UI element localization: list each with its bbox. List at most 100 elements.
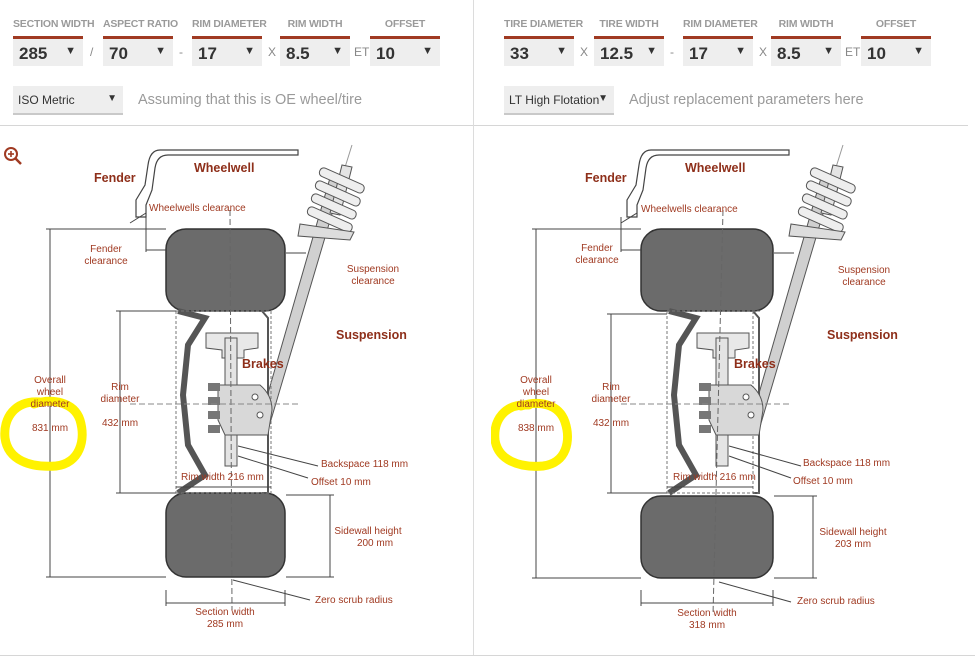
separator: ET — [845, 45, 861, 59]
caret-down-icon: ▼ — [556, 45, 567, 57]
select-value: ISO Metric — [18, 93, 75, 107]
suspension-clearance-label-line1: Suspension — [838, 265, 890, 276]
tire-bottom-section — [165, 492, 286, 578]
measurement-system-select[interactable]: ISO Metric ▼ — [13, 86, 123, 115]
tire-diameter-field: TIRE DIAMETER 33 ▼ — [504, 18, 584, 66]
separator: X — [580, 45, 589, 59]
rim-width-select[interactable]: 8.5 ▼ — [771, 36, 841, 66]
rim-diameter-field: RIM DIAMETER 17 ▼ — [192, 18, 267, 66]
overall-diameter-value: 838 mm — [518, 423, 554, 434]
select-value: 33 — [510, 44, 529, 63]
overall-diameter-label-line1: Overall — [34, 375, 66, 386]
zoom-in-icon[interactable] — [3, 146, 23, 166]
rim-diameter-select[interactable]: 17 ▼ — [683, 36, 753, 66]
section-width-select[interactable]: 285 ▼ — [13, 36, 83, 66]
original-wheel-panel: SECTION WIDTH 285 ▼ / ASPECT RATIO 70 ▼ … — [0, 0, 473, 655]
rim-width-label: Rim width 216 mm — [181, 472, 264, 483]
highlight-scribble — [0, 396, 87, 471]
field-label: TIRE DIAMETER — [504, 18, 584, 30]
select-value: 285 — [19, 44, 48, 63]
fender-label: Fender — [94, 171, 136, 185]
rim-diameter-value: 432 mm — [593, 418, 629, 429]
fender-outline — [626, 149, 790, 218]
tire-diameter-select[interactable]: 33 ▼ — [504, 36, 574, 66]
select-value: 8.5 — [777, 44, 801, 63]
section-width-label-line1: Section width — [677, 608, 736, 619]
tire-width-field: TIRE WIDTH 12.5 ▼ — [594, 18, 664, 66]
brakes-label: Brakes — [734, 357, 776, 371]
highlight-scribble — [491, 398, 572, 471]
original-size-toolbar: SECTION WIDTH 285 ▼ / ASPECT RATIO 70 ▼ … — [0, 0, 473, 126]
offset-label: Offset 10 mm — [793, 476, 853, 487]
tire-type-select[interactable]: LT High Flotation ▼ — [504, 86, 614, 115]
separator: - — [179, 45, 183, 59]
caret-down-icon: ▼ — [332, 45, 343, 57]
replacement-wheel-panel: TIRE DIAMETER 33 ▼ X TIRE WIDTH 12.5 ▼ -… — [473, 0, 968, 655]
backspace-label: Backspace 118 mm — [803, 458, 890, 469]
field-label: OFFSET — [875, 18, 917, 30]
rim-diameter-select[interactable]: 17 ▼ — [192, 36, 262, 66]
rim-width-label: Rim width 216 mm — [673, 472, 756, 483]
rim-diameter-field: RIM DIAMETER 17 ▼ — [683, 18, 758, 66]
separator: ET — [354, 45, 370, 59]
sidewall-label-line1: Sidewall height — [819, 527, 886, 538]
suspension-clearance-label-line2: clearance — [351, 276, 395, 287]
offset-field: OFFSET 10 ▼ — [861, 18, 931, 66]
tire-width-select[interactable]: 12.5 ▼ — [594, 36, 664, 66]
fender-clearance-label-line1: Fender — [90, 244, 122, 255]
select-value: 8.5 — [286, 44, 310, 63]
separator: X — [268, 45, 277, 59]
backspace-label: Backspace 118 mm — [321, 459, 408, 470]
brakes-label: Brakes — [242, 357, 284, 371]
rim-profile — [667, 308, 701, 496]
field-label: RIM WIDTH — [287, 18, 343, 30]
select-value: 12.5 — [600, 44, 634, 63]
panel-note: Adjust replacement parameters here — [629, 92, 864, 108]
field-label: TIRE WIDTH — [599, 18, 659, 30]
overall-diameter-label-line3: diameter — [31, 399, 71, 410]
rim-width-select[interactable]: 8.5 ▼ — [280, 36, 350, 66]
panel-note: Assuming that this is OE wheel/tire — [138, 92, 363, 108]
caret-down-icon: ▼ — [823, 45, 834, 57]
wheelwells-clearance-label: Wheelwells clearance — [149, 203, 246, 214]
wheelwell-label: Wheelwell — [685, 161, 745, 175]
offset-select[interactable]: 10 ▼ — [370, 36, 440, 66]
tire-bottom-section — [640, 495, 774, 579]
overall-diameter-label-line1: Overall — [520, 375, 552, 386]
wheel-fitment-diagram: Fender Wheelwell Suspension Brakes Wheel… — [491, 144, 898, 631]
tire-top-section — [640, 228, 774, 312]
replacement-size-toolbar: TIRE DIAMETER 33 ▼ X TIRE WIDTH 12.5 ▼ -… — [474, 0, 968, 126]
caret-down-icon: ▼ — [598, 93, 608, 104]
rim-profile — [176, 308, 210, 496]
rim-diameter-label-line2: diameter — [592, 394, 632, 405]
suspension-clearance-label-line2: clearance — [842, 277, 886, 288]
separator: / — [90, 45, 94, 59]
offset-select[interactable]: 10 ▼ — [861, 36, 931, 66]
select-value: 17 — [689, 44, 708, 63]
overall-diameter-label-line3: diameter — [517, 399, 557, 410]
field-label: OFFSET — [384, 18, 426, 30]
suspension-clearance-label-line1: Suspension — [347, 264, 399, 275]
suspension-strut — [257, 144, 365, 431]
aspect-ratio-field: ASPECT RATIO 70 ▼ — [103, 18, 178, 66]
sidewall-label-line2: 203 mm — [835, 539, 871, 550]
rim-diameter-label-line1: Rim — [602, 382, 620, 393]
field-label: RIM DIAMETER — [192, 18, 267, 30]
section-width-label-line2: 318 mm — [689, 620, 725, 631]
select-value: 17 — [198, 44, 217, 63]
overall-diameter-value: 831 mm — [32, 423, 68, 434]
rim-width-field: RIM WIDTH 8.5 ▼ — [280, 18, 350, 66]
separator: X — [759, 45, 768, 59]
sidewall-label-line2: 200 mm — [357, 538, 393, 549]
rim-width-field: RIM WIDTH 8.5 ▼ — [771, 18, 841, 66]
caret-down-icon: ▼ — [107, 93, 117, 104]
wheelwells-clearance-label: Wheelwells clearance — [641, 204, 738, 215]
offset-field: OFFSET 10 ▼ — [370, 18, 440, 66]
tire-top-section — [165, 228, 286, 312]
caret-down-icon: ▼ — [65, 45, 76, 57]
bottom-divider — [0, 655, 975, 656]
rim-diameter-label-line1: Rim — [111, 382, 129, 393]
field-label: SECTION WIDTH — [13, 18, 95, 30]
suspension-strut — [748, 144, 856, 431]
aspect-ratio-select[interactable]: 70 ▼ — [103, 36, 173, 66]
